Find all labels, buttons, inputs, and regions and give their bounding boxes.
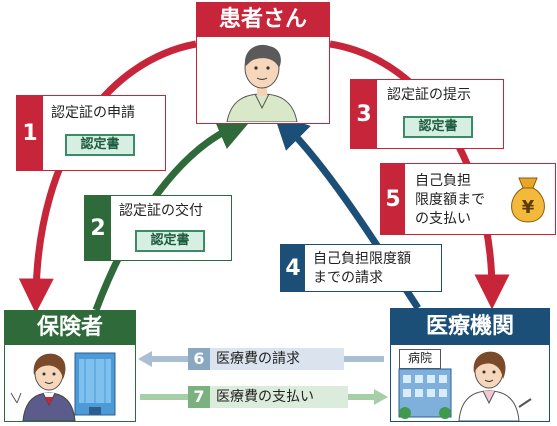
office-building-icon [74,352,116,416]
medical-box: 医療機関 病院 [390,308,550,422]
patient-title: 患者さん [197,3,329,37]
step-3-present-certificate: 3 認定証の提示 認定書 [350,79,504,149]
step-2-issue-certificate: 2 認定証の交付 認定書 [84,195,232,261]
insurer-box: 保険者 [4,310,136,422]
step-text: 認定証の提示 [387,87,471,103]
step-text-line: 自己負担限度額 [313,251,411,267]
step-text: 認定証の申請 [51,105,135,121]
patient-box: 患者さん [196,2,330,124]
yen-money-bag-icon: ¥ [511,177,545,223]
insurer-illustration [10,352,116,421]
step-number: 1 [17,96,43,170]
step-number: 4 [281,245,305,291]
step-number: 2 [85,196,111,260]
step-6-medical-fee-claim: 6 医療費の請求 [188,348,344,370]
step-number: 6 [188,348,210,370]
step-4-claim-up-to-limit: 4 自己負担限度額 までの請求 [280,244,442,292]
step-text-line: 自己負担 [415,173,471,189]
medical-illustration [398,351,532,421]
hospital-label: 病院 [399,349,441,369]
step-1-apply-certificate: 1 認定証の申請 認定書 [16,95,166,171]
insurer-title: 保険者 [5,311,135,345]
step-number: 7 [188,386,210,408]
step-text-line: 限度額まで [415,192,485,208]
step-text: 医療費の請求 [216,351,300,367]
certificate-card: 認定書 [403,116,473,138]
hospital-building-icon [398,368,452,419]
step-text-line: までの請求 [313,270,383,286]
step-text: 認定証の交付 [119,203,203,219]
step-text: 医療費の支払い [216,389,314,405]
step-text-line: の支払い [415,211,471,227]
certificate-card: 認定書 [135,230,205,252]
step-7-medical-fee-payment: 7 医療費の支払い [188,386,348,408]
certificate-card: 認定書 [65,134,135,156]
medical-title: 医療機関 [391,309,549,345]
step-5-pay-up-to-limit: 5 自己負担 限度額まで の支払い ¥ [380,163,556,235]
step-number: 5 [381,164,405,234]
svg-text:¥: ¥ [522,197,535,218]
arrow-step2 [92,116,253,312]
patient-illustration [226,44,298,122]
step-number: 3 [351,80,377,148]
